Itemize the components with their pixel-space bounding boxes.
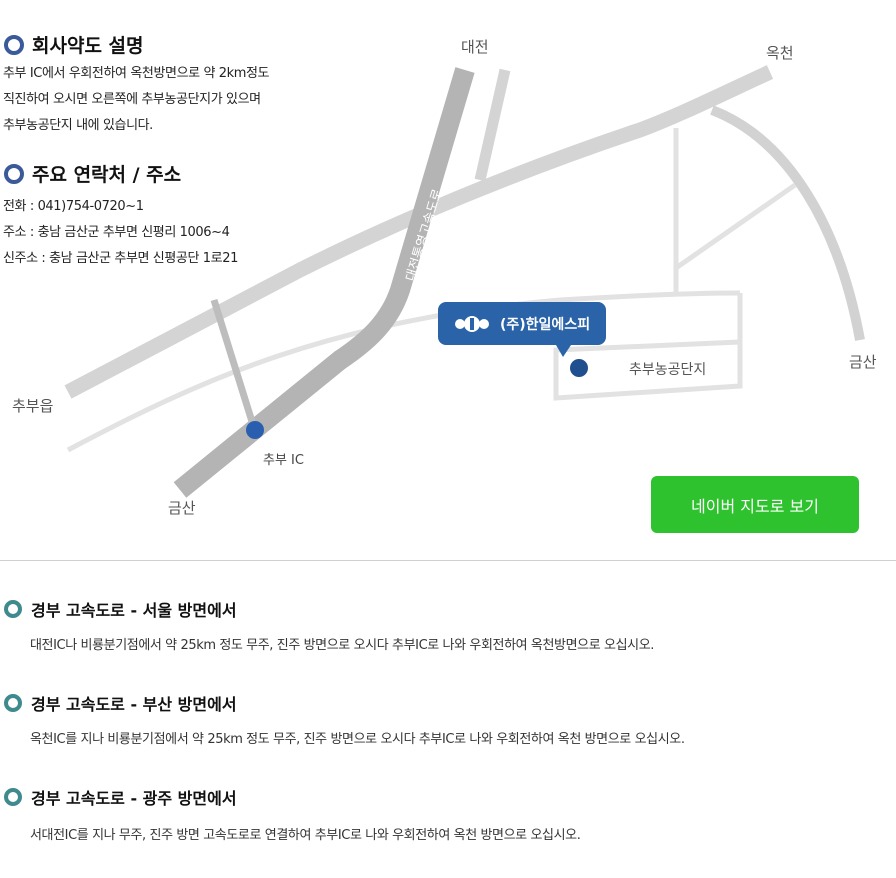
contact-heading: 주요 연락처 / 주소 (4, 160, 181, 187)
route-heading-gwangju: 경부 고속도로 - 광주 방면에서 (4, 785, 237, 809)
ic-connector-road (210, 298, 258, 430)
route-desc-seoul: 대전IC나 비룡분기점에서 약 25km 정도 무주, 진주 방면으로 오시다 … (30, 638, 654, 653)
company-name: (주)한일에스피 (500, 316, 591, 333)
route-desc-gwangju: 서대전IC를 지나 무주, 진주 방면 고속도로로 연결하여 추부IC로 나와 … (30, 828, 581, 843)
label-daejeon: 대전 (461, 38, 489, 56)
industrial-complex-outline (553, 339, 743, 401)
route-heading-seoul: 경부 고속도로 - 서울 방면에서 (4, 597, 237, 621)
route-desc-busan: 옥천IC를 지나 비룡분기점에서 약 25km 정도 무주, 진주 방면으로 오… (30, 732, 685, 747)
naver-map-button[interactable]: 네이버 지도로 보기 (651, 476, 859, 533)
local-road-diagonal (674, 182, 797, 271)
circle-bullet-icon (4, 694, 22, 712)
circle-bullet-icon (4, 34, 24, 55)
directions-line: 직진하여 오시면 오른쪽에 추부농공단지가 있으며 (3, 92, 261, 107)
route-heading-busan: 경부 고속도로 - 부산 방면에서 (4, 691, 237, 715)
company-location-marker[interactable] (570, 359, 588, 377)
directions-title: 회사약도 설명 (32, 35, 144, 57)
directions-heading: 회사약도 설명 (4, 31, 144, 58)
label-geumsan-bottom: 금산 (168, 499, 196, 517)
route-title: 경부 고속도로 - 서울 방면에서 (31, 601, 237, 620)
contact-address: 주소 : 충남 금산군 추부면 신평리 1006~4 (3, 225, 230, 240)
route-title: 경부 고속도로 - 부산 방면에서 (31, 695, 237, 714)
directions-line: 추부농공단지 내에 있습니다. (3, 118, 153, 133)
directions-line: 추부 IC에서 우회전하여 옥천방면으로 약 2km정도 (3, 66, 270, 81)
contact-title: 주요 연락처 / 주소 (32, 164, 182, 186)
circle-bullet-icon (4, 788, 22, 806)
road-to-geumsan (710, 105, 865, 341)
contact-phone: 전화 : 041)754-0720~1 (3, 199, 144, 214)
road-from-daejeon (474, 68, 511, 182)
label-industrial-complex: 추부농공단지 (629, 362, 707, 378)
circle-bullet-icon (4, 600, 22, 618)
section-divider (0, 560, 896, 561)
route-title: 경부 고속도로 - 광주 방면에서 (31, 789, 237, 808)
national-road (64, 65, 774, 399)
label-geumsan-right: 금산 (849, 353, 877, 371)
chubu-ic-marker (246, 421, 264, 439)
expressway (173, 67, 475, 498)
company-badge[interactable]: (주)한일에스피 (438, 302, 606, 357)
label-chubu-ic: 추부 IC (263, 453, 304, 468)
label-chubu-eup: 추부읍 (12, 397, 54, 415)
location-map: 대전통영고속도로 (64, 65, 865, 498)
circle-bullet-icon (4, 163, 24, 184)
company-logo-icon (454, 315, 490, 333)
label-okcheon: 옥천 (766, 44, 794, 62)
directions-text: 추부 IC에서 우회전하여 옥천방면으로 약 2km정도 직진하여 오시면 오른… (3, 61, 270, 139)
contact-text: 전화 : 041)754-0720~1 주소 : 충남 금산군 추부면 신평리 … (3, 194, 238, 272)
contact-new-address: 신주소 : 충남 금산군 추부면 신평공단 1로21 (3, 251, 238, 266)
